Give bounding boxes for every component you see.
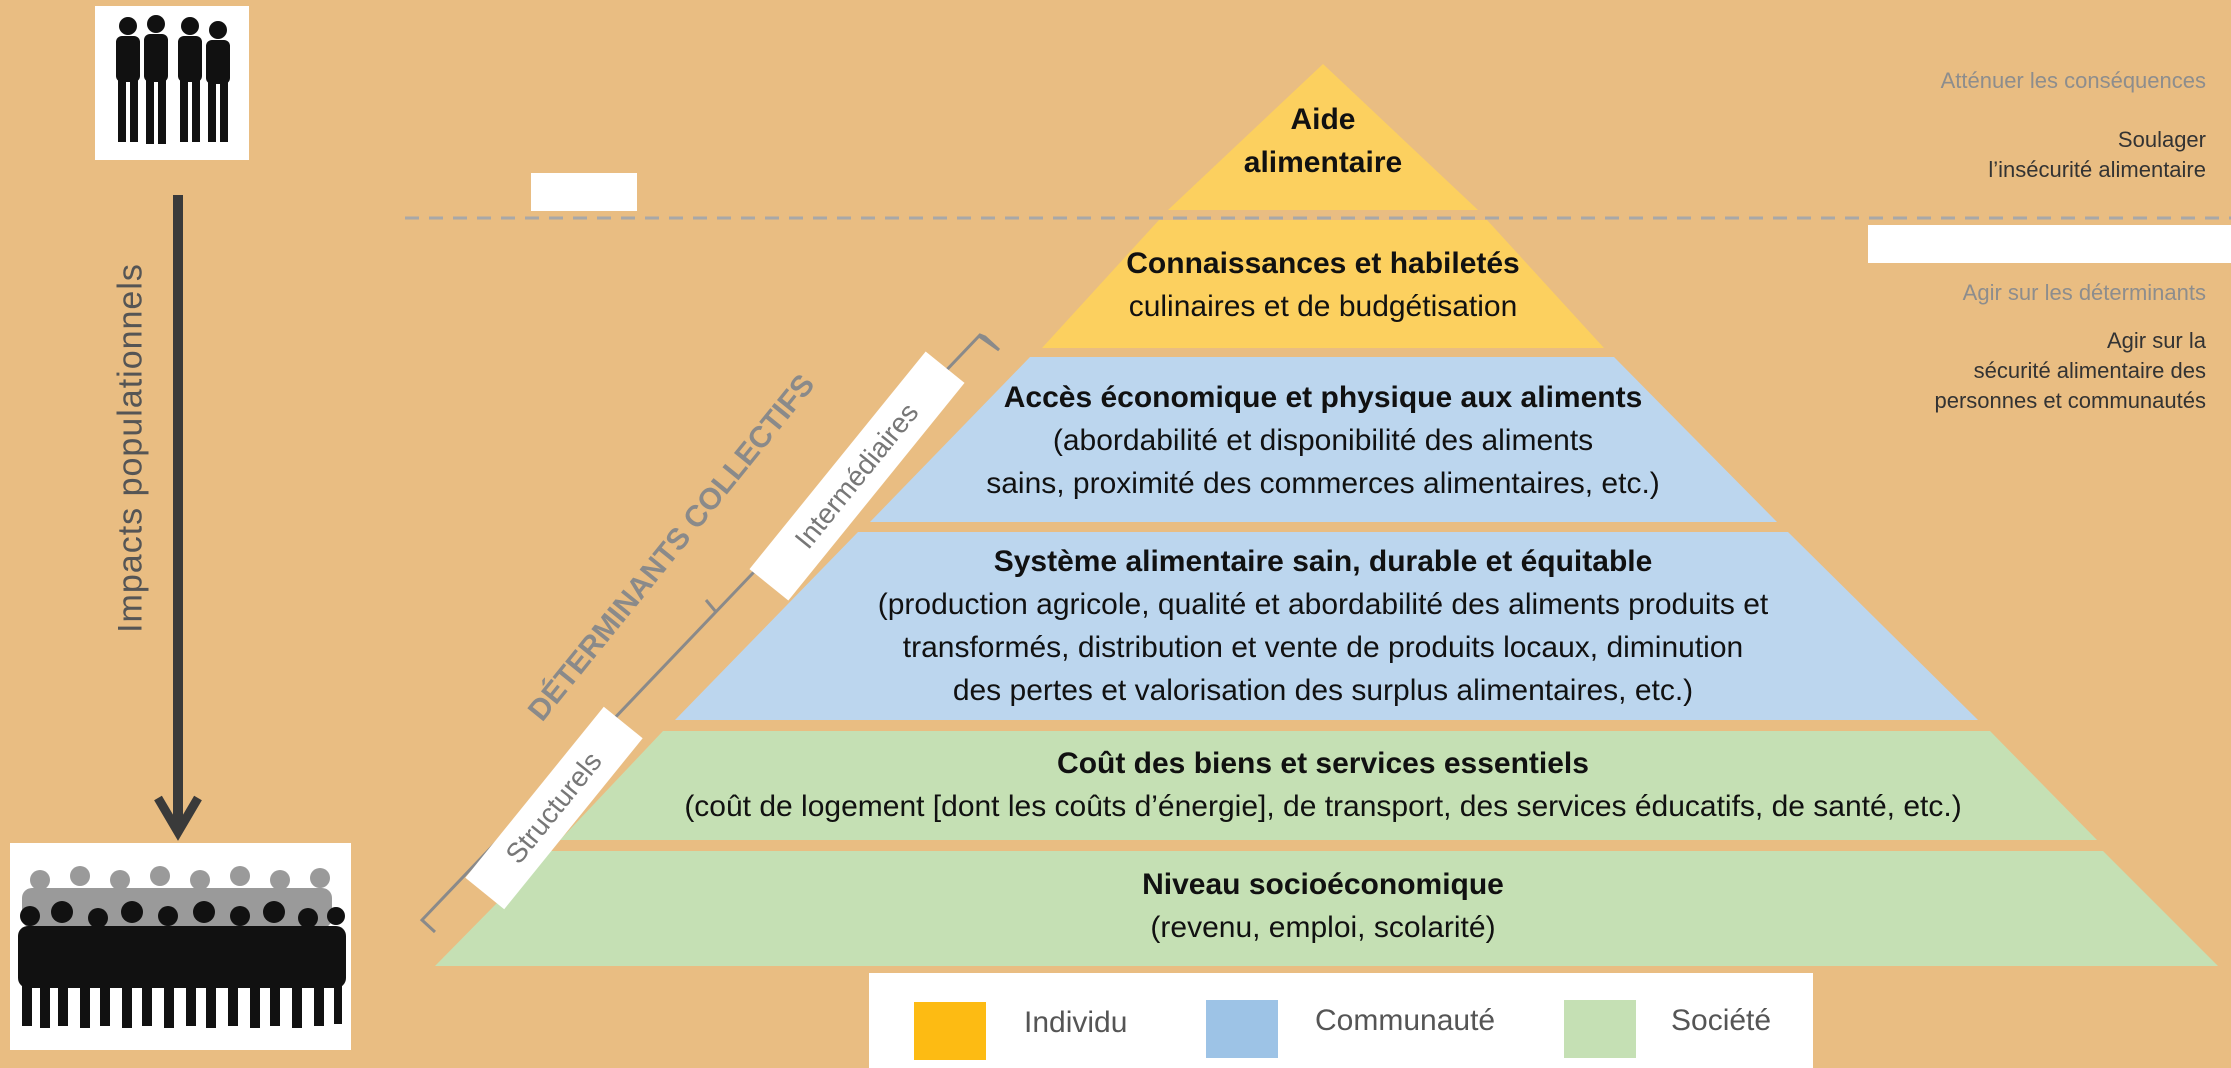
tier-systeme-subtitle-line2: transformés, distribution et vente de pr… (902, 631, 1744, 664)
tier-acces-subtitle-line1: (abordabilité et disponibilité des alime… (1052, 424, 1594, 457)
tier-systeme-text: Système alimentaire sain, durable et équ… (773, 540, 1873, 712)
tier-aide-text: Aide alimentaire (1123, 98, 1523, 184)
tier-aide-title-line2: alimentaire (1243, 146, 1403, 179)
tier-systeme-subtitle-line1: (production agricole, qualité et abordab… (877, 588, 1769, 621)
tier-cout-title: Coût des biens et services essentiels (1057, 747, 1589, 780)
soulager-line1: Soulager (2117, 127, 2206, 152)
legend-label-individu: Individu (1024, 1006, 1128, 1039)
tier-connaissances-text: Connaissances et habiletés culinaires et… (1023, 242, 1623, 328)
tier-cout-text: Coût des biens et services essentiels (c… (573, 742, 2073, 828)
tier-niveau-shape (435, 851, 2218, 966)
tier-cout-subtitle: (coût de logement [dont les coûts d’éner… (684, 790, 1962, 823)
agir-securite-line1: Agir sur la (2106, 328, 2206, 353)
white-box-right (1868, 225, 2231, 263)
legend-box (869, 973, 1813, 1068)
tier-aide-title-line1: Aide (1290, 103, 1356, 136)
bracket-tick (704, 599, 718, 613)
agir-determinants-note: Agir sur les déterminants (1963, 278, 2206, 308)
impacts-label-text: Impacts populationnels (111, 263, 150, 633)
soulager-note: Soulager l’insécurité alimentaire (1988, 125, 2206, 185)
tier-niveau-subtitle: (revenu, emploi, scolarité) (1150, 911, 1496, 944)
tier-acces-title: Accès économique et physique aux aliment… (1003, 381, 1643, 414)
tier-niveau-text: Niveau socioéconomique (revenu, emploi, … (923, 863, 1723, 949)
tier-systeme-title: Système alimentaire sain, durable et équ… (993, 545, 1653, 578)
agir-securite-line3: personnes et communautés (1934, 388, 2207, 413)
tier-connaissances-subtitle: culinaires et de budgétisation (1128, 290, 1518, 323)
tier-acces-text: Accès économique et physique aux aliment… (923, 376, 1723, 505)
small-group-silhouette-icon (116, 15, 230, 144)
agir-securite-note: Agir sur la sécurité alimentaire des per… (1935, 326, 2207, 416)
bracket-outline (419, 333, 1001, 934)
legend-swatch-communaute (1206, 1000, 1278, 1058)
soulager-line2: l’insécurité alimentaire (1988, 157, 2206, 182)
crowd-silhouette-icon (18, 866, 346, 1028)
attenuer-text: Atténuer les conséquences (1940, 68, 2206, 93)
tier-systeme-subtitle-line3: des pertes et valorisation des surplus a… (952, 674, 1694, 707)
legend-swatch-individu (914, 1002, 986, 1060)
attenuer-note: Atténuer les conséquences (1941, 66, 2206, 96)
legend-label-societe: Société (1671, 1004, 1772, 1037)
impact-arrow-head (154, 795, 202, 841)
tier-cout-shape (560, 731, 2097, 840)
agir-securite-line2: sécurité alimentaire des (1973, 358, 2206, 383)
tier-niveau-title: Niveau socioéconomique (1142, 868, 1504, 901)
tier-systeme-shape (675, 532, 1978, 720)
legend-label-communaute: Communauté (1315, 1004, 1496, 1037)
agir-determinants-text: Agir sur les déterminants (1962, 280, 2206, 305)
tier-acces-subtitle-line2: sains, proximité des commerces alimentai… (986, 467, 1660, 500)
tier-aide-shape (1168, 64, 1478, 210)
white-box-left (531, 173, 637, 211)
tier-acces-shape (870, 357, 1777, 522)
tier-connaissances-title: Connaissances et habiletés (1126, 247, 1520, 280)
tier-connaissances-shape (1042, 220, 1604, 348)
legend-swatch-societe (1564, 1000, 1636, 1058)
